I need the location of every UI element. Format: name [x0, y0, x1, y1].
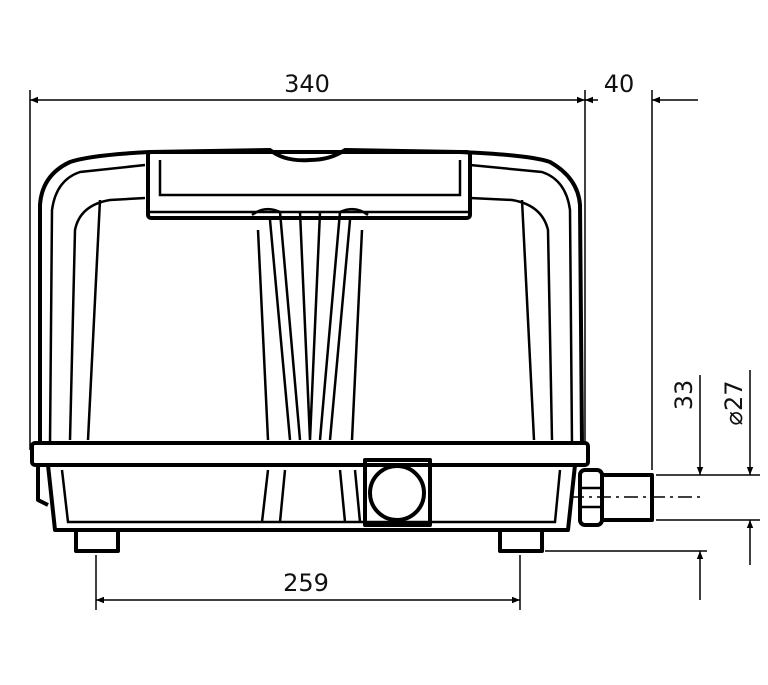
base [30, 441, 590, 553]
blower-body [38, 148, 584, 446]
dimension-lines [29, 90, 760, 610]
dim-outlet-diameter: ⌀27 [720, 381, 748, 426]
dim-foot-spacing: 259 [283, 569, 329, 597]
outlet-port [368, 464, 426, 522]
dim-outlet-length: 40 [604, 70, 635, 98]
outlet-fitting [570, 468, 705, 527]
foot-left [74, 528, 120, 553]
foot-right [498, 528, 544, 553]
dim-overall-width: 340 [284, 70, 330, 98]
dim-outlet-height: 33 [670, 380, 698, 411]
